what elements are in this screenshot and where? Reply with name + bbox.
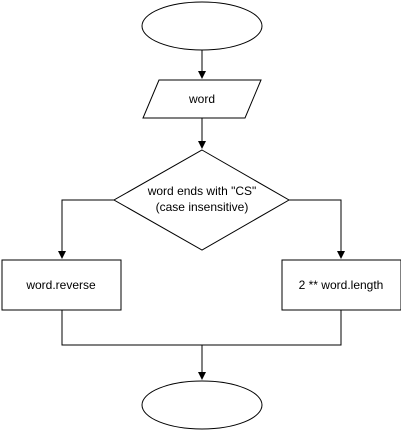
decision-node	[112, 149, 291, 251]
edge-decision-to-left	[58, 199, 114, 259]
edge-right-to-merge	[202, 310, 342, 346]
end-node	[141, 380, 263, 430]
edge-decision-to-right	[289, 199, 345, 259]
edge-left-to-merge	[61, 310, 202, 346]
left-process-node	[1, 259, 122, 311]
start-node	[141, 1, 263, 51]
decision-node-label-line1: word ends with "CS"	[147, 184, 257, 198]
input-node	[142, 79, 262, 119]
right-process-label: 2 ** word.length	[299, 278, 384, 292]
decision-node-label-line2: (case insensitive)	[156, 200, 249, 214]
right-process-node	[281, 259, 401, 311]
input-node-label: word	[188, 92, 215, 106]
left-process-label: word.reverse	[25, 278, 96, 292]
